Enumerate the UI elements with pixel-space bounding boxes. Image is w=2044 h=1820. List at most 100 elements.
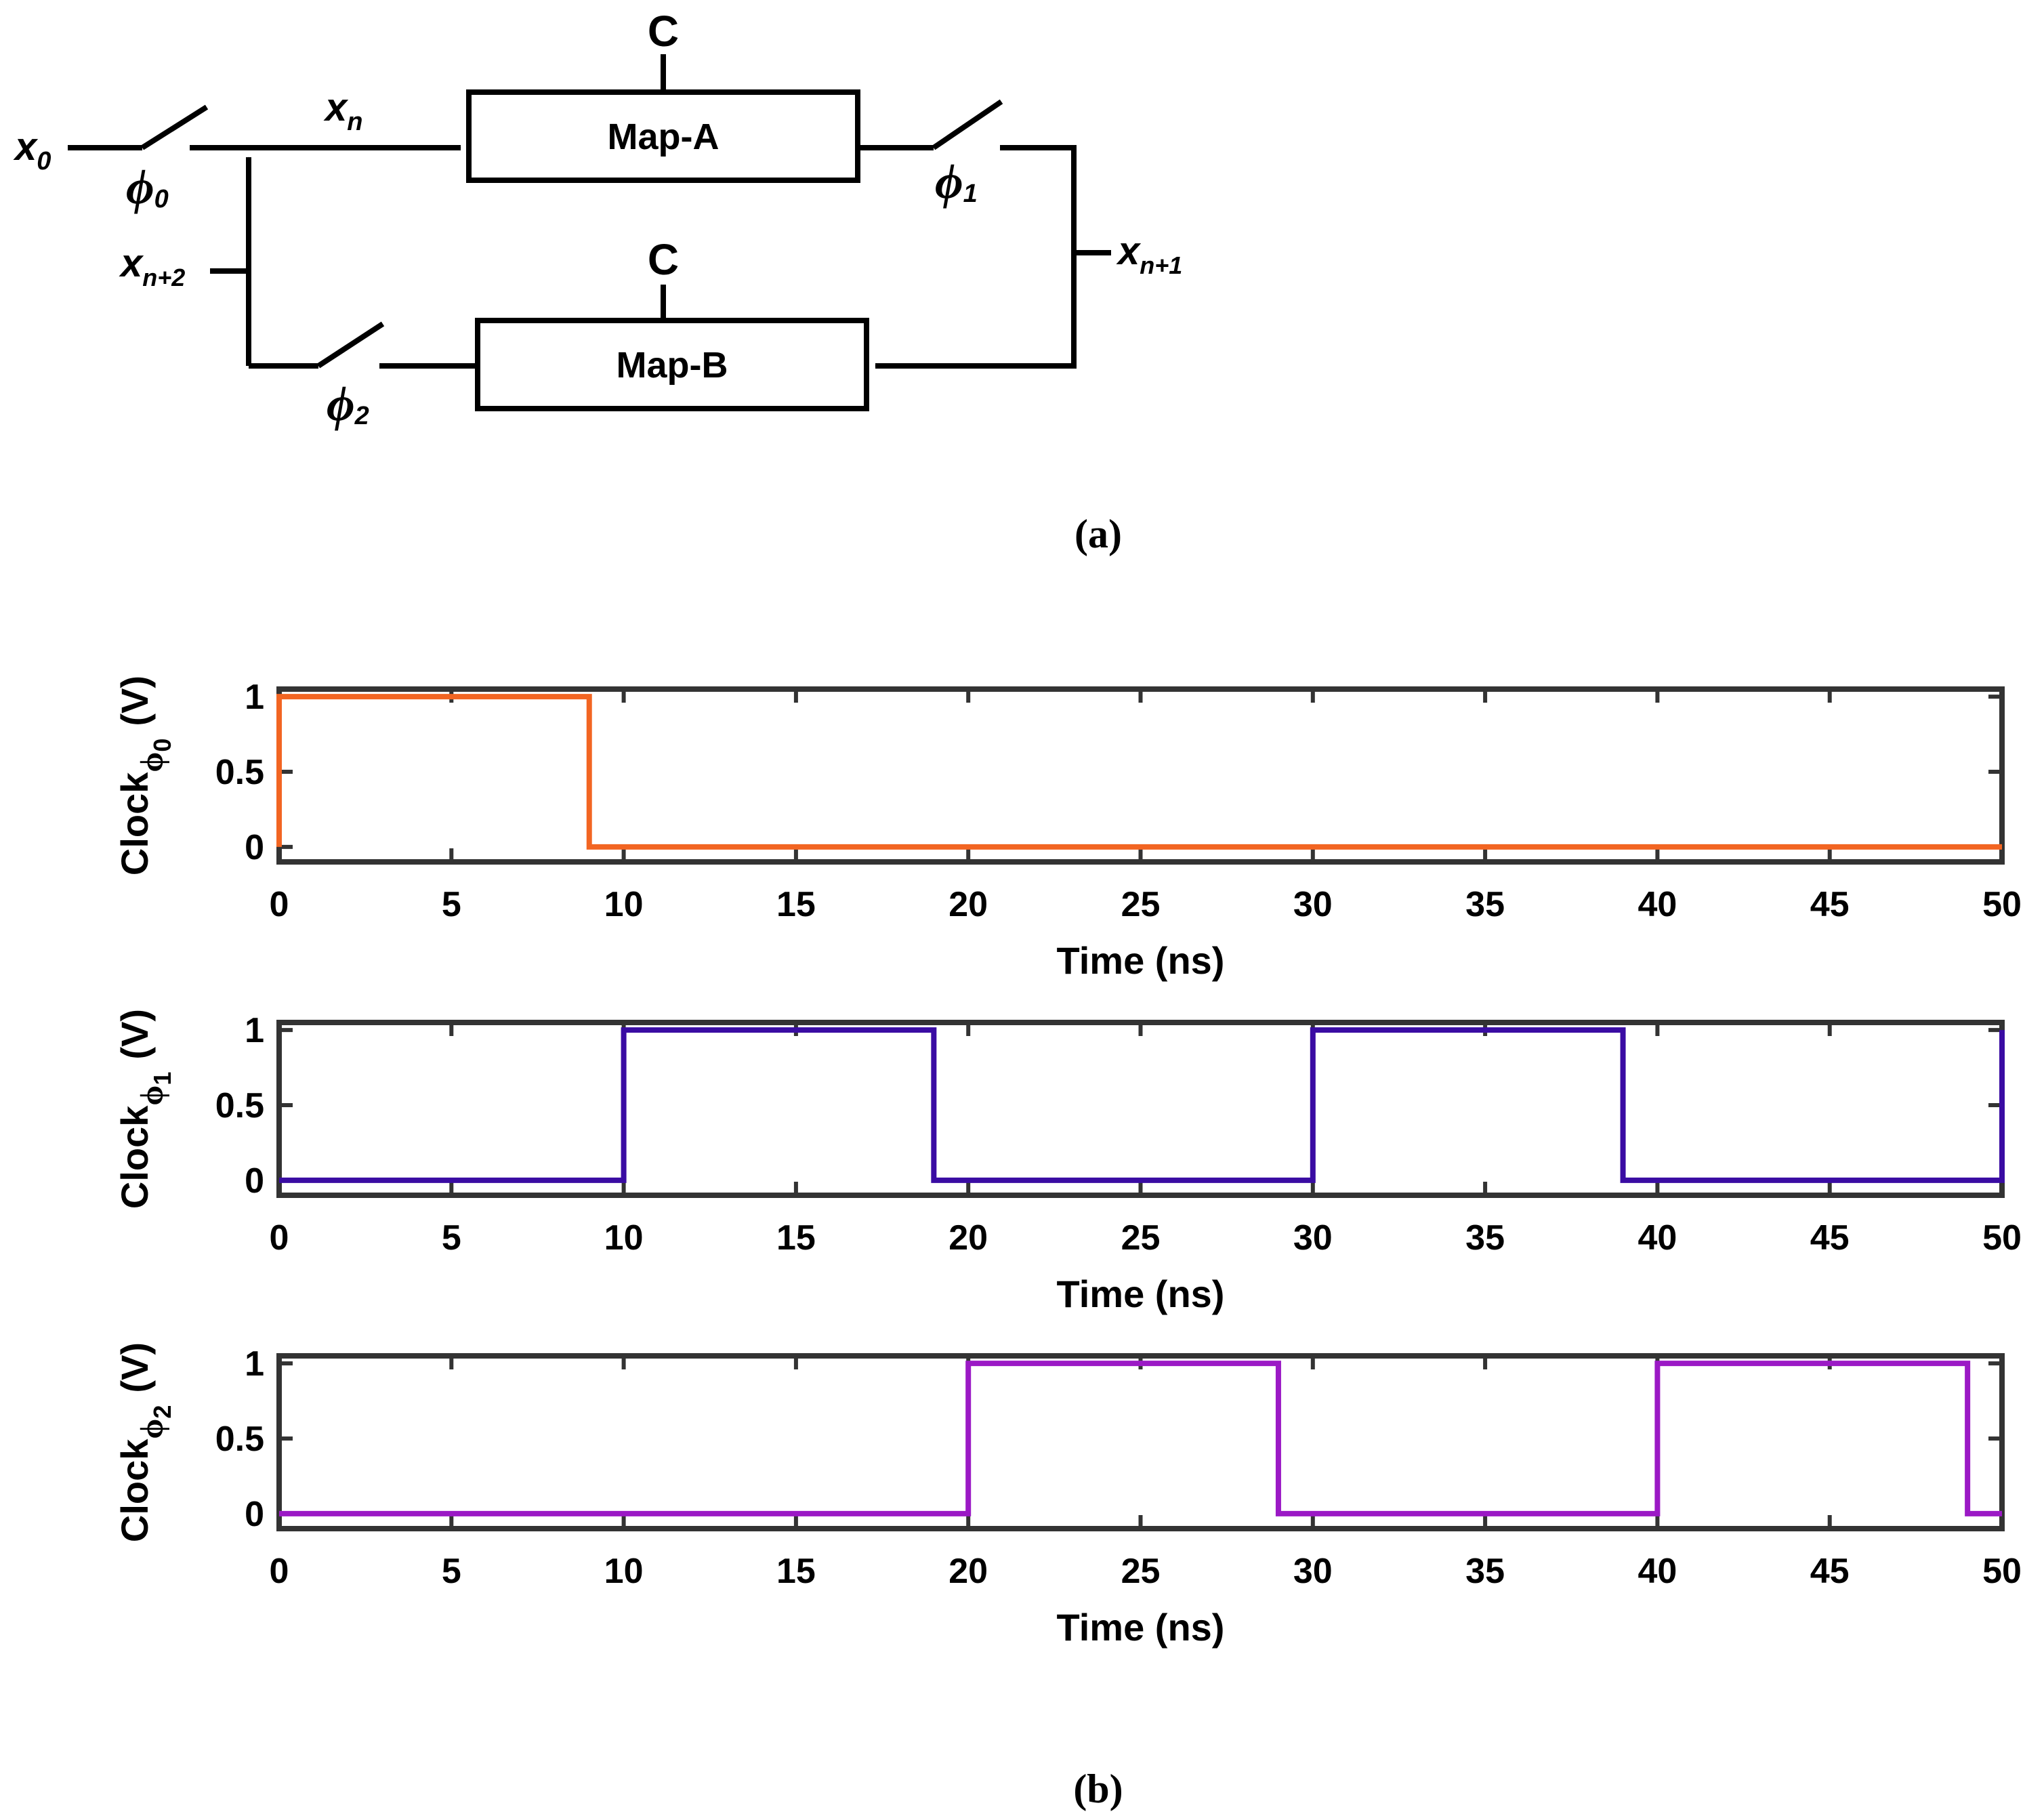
y-tick-label: 1 [245,678,264,717]
xn-sub: n [347,108,362,136]
y-axis-label: Clockϕ1 (V) [113,1009,176,1209]
plot-frame [276,1353,2005,1531]
y-axis-label: Clockϕ2 (V) [113,1342,176,1542]
x-tick-label: 50 [1982,1218,2022,1258]
xn2-base: x [119,241,144,285]
x-tick-label: 0 [270,1552,289,1591]
phi0-switch [140,104,209,150]
y-axis-label-phi: ϕ [134,1419,170,1439]
y-axis-label-unit: (V) [113,676,156,726]
y-tick-label: 0 [245,1495,264,1534]
x-tick-label: 35 [1465,1552,1505,1591]
phi0-sub: 0 [154,185,169,213]
y-tick-label: 1 [245,1344,264,1384]
x-tick-label: 0 [270,1218,289,1258]
x-tick-label: 0 [270,885,289,924]
map-a-param-label: C [648,7,679,56]
clock-waveform-1 [279,1027,2005,1183]
x-tick-label: 20 [948,885,988,924]
x-axis-label: Time (ns) [1057,939,1225,982]
map-a-block [466,89,860,183]
xn-label: xn [323,85,362,136]
y-axis-label-unit: (V) [113,1342,156,1393]
y-axis-label: Clockϕ0 (V) [113,676,176,875]
x-axis-label: Time (ns) [1057,1273,1225,1315]
y-axis-label-main: Clock [113,1439,156,1542]
xn2-label: xn+2 [119,241,185,291]
x-tick-label: 10 [604,1218,644,1258]
xn1-sub: n+1 [1140,251,1182,279]
caption-b: (b) [1073,1766,1123,1811]
x-tick-label: 45 [1810,885,1850,924]
x-tick-label: 40 [1638,1218,1677,1258]
xn-base: x [323,85,349,129]
x-tick-label: 45 [1810,1552,1850,1591]
phi2-switch [316,321,385,369]
x-tick-label: 35 [1465,1218,1505,1258]
phi2-sub: 2 [354,402,369,430]
x-tick-label: 25 [1121,885,1161,924]
x-tick-label: 15 [776,1218,816,1258]
map-a-label: Map-A [608,117,719,157]
y-axis-label-index: 2 [148,1405,176,1419]
x-tick-label: 25 [1121,1552,1161,1591]
y-axis-label-phi: ϕ [134,752,170,772]
caption-a: (a) [1075,512,1122,556]
x-tick-label: 5 [442,885,461,924]
plot-frame [276,1020,2005,1198]
y-axis-label-main: Clock [113,1105,156,1209]
phi2-label: ϕ2 [327,377,369,431]
y-axis-label-unit: (V) [113,1009,156,1060]
y-axis-label-main: Clock [113,772,156,875]
y-axis-label-index: 0 [148,739,176,752]
x-tick-label: 20 [948,1218,988,1258]
phi0-label: ϕ0 [126,160,169,214]
x-tick-label: 50 [1982,885,2022,924]
clock-waveform-0 [276,694,2002,850]
return-path-arrow [875,145,1077,369]
x-tick-label: 5 [442,1218,461,1258]
x-tick-label: 25 [1121,1218,1161,1258]
x-tick-label: 30 [1293,1218,1333,1258]
y-tick-label: 0.5 [215,1086,264,1125]
map-b-param-label: C [648,235,679,284]
y-tick-label: 0 [245,828,264,867]
x-tick-label: 40 [1638,885,1677,924]
x-tick-label: 35 [1465,885,1505,924]
phi0-base: ϕ [126,160,154,214]
x-tick-label: 20 [948,1552,988,1591]
x-axis-label: Time (ns) [1057,1606,1225,1649]
xn2-sub: n+2 [142,264,185,291]
clock-waveform-2 [279,1361,2002,1516]
y-tick-label: 1 [245,1011,264,1050]
y-tick-label: 0 [245,1161,264,1201]
x-tick-label: 30 [1293,1552,1333,1591]
x-tick-label: 10 [604,885,644,924]
x-tick-label: 50 [1982,1552,2022,1591]
block-diagram: Map-A C Map-B C x0 xn xn+2 xn+1 [13,7,1182,556]
x-tick-label: 30 [1293,885,1333,924]
x-tick-label: 5 [442,1552,461,1591]
phi1-label: ϕ1 [935,154,978,209]
xn1-label: xn+1 [1116,229,1182,279]
phi1-sub: 1 [963,180,978,208]
x-tick-label: 15 [776,1552,816,1591]
x0-sub: 0 [37,147,51,175]
x-tick-label: 45 [1810,1218,1850,1258]
phi1-base: ϕ [935,154,963,209]
phi2-base: ϕ [327,377,355,431]
x-tick-label: 40 [1638,1552,1677,1591]
x0-base: x [13,125,39,169]
y-axis-label-phi: ϕ [134,1085,170,1106]
plot-frame [276,686,2005,865]
x-tick-label: 15 [776,885,816,924]
y-axis-label-index: 1 [148,1072,176,1085]
y-tick-label: 0.5 [215,1420,264,1459]
map-b-label: Map-B [617,345,728,386]
x-tick-label: 10 [604,1552,644,1591]
